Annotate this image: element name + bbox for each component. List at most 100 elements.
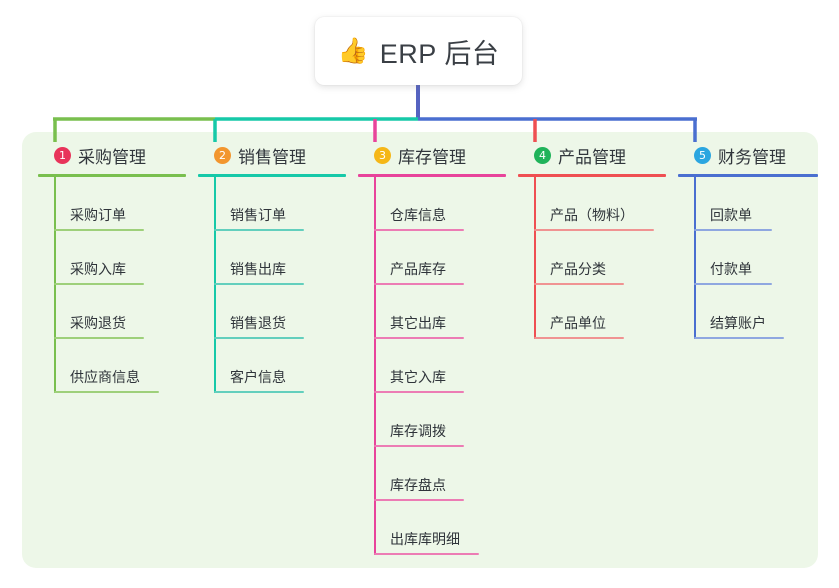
branch-column-2: 2 销售管理销售订单销售出库销售退货客户信息 [198, 143, 346, 393]
branch-column-3: 3 库存管理仓库信息产品库存其它出库其它入库库存调拨库存盘点出库库明细 [358, 143, 506, 555]
branch-item-rule [54, 229, 144, 231]
branches-panel [22, 132, 818, 568]
branch-item-label: 其它入库 [390, 369, 446, 385]
branch-item-rule [214, 283, 304, 285]
branch-item-rule [374, 229, 464, 231]
branch-spine [694, 177, 696, 339]
branch-spine [54, 177, 56, 393]
branch-item[interactable]: 其它出库 [358, 285, 506, 339]
branch-item[interactable]: 客户信息 [198, 339, 346, 393]
branch-item-label: 回款单 [710, 207, 752, 223]
branch-item[interactable]: 采购入库 [38, 231, 186, 285]
branch-number-badge: 2 [214, 146, 231, 164]
branch-header-rule [678, 174, 818, 177]
thumbs-up-icon: 👍 [337, 36, 369, 65]
branch-header-4[interactable]: 4 产品管理 [518, 143, 666, 167]
branch-item[interactable]: 产品库存 [358, 231, 506, 285]
branch-item[interactable]: 结算账户 [678, 285, 818, 339]
branch-item-label: 结算账户 [710, 315, 766, 331]
branch-header-rule [38, 174, 186, 177]
branch-items: 产品（物料） 产品分类产品单位 [518, 177, 666, 339]
branch-item[interactable]: 出库库明细 [358, 501, 506, 555]
branch-item[interactable]: 回款单 [678, 177, 818, 231]
branch-item-label: 销售订单 [230, 207, 286, 223]
branch-item[interactable]: 产品分类 [518, 231, 666, 285]
branch-number-badge: 1 [54, 146, 71, 164]
branch-title: 产品管理 [558, 147, 626, 167]
branch-item[interactable]: 销售退货 [198, 285, 346, 339]
branch-column-5: 5 财务管理回款单付款单结算账户 [678, 143, 818, 339]
branch-item-rule [214, 337, 304, 339]
branch-items: 仓库信息产品库存其它出库其它入库库存调拨库存盘点出库库明细 [358, 177, 506, 555]
branch-items: 销售订单销售出库销售退货客户信息 [198, 177, 346, 393]
branch-item-rule [374, 391, 464, 393]
branch-item-label: 采购订单 [70, 207, 126, 223]
branch-item-rule [214, 391, 304, 393]
root-node-content: 👍 ERP 后台 [338, 32, 500, 71]
branch-items: 回款单付款单结算账户 [678, 177, 818, 339]
branch-item-rule [534, 283, 624, 285]
root-node[interactable]: 👍 ERP 后台 [315, 17, 522, 85]
branch-item-rule [694, 337, 784, 339]
root-title: ERP 后台 [379, 38, 500, 69]
branch-item-label: 销售出库 [230, 261, 286, 277]
branch-item[interactable]: 库存盘点 [358, 447, 506, 501]
branch-item-rule [374, 337, 464, 339]
branch-item-rule [694, 283, 772, 285]
branch-item-label: 客户信息 [230, 369, 286, 385]
branch-item-rule [694, 229, 772, 231]
branch-item-label: 仓库信息 [390, 207, 446, 223]
branch-title: 采购管理 [78, 147, 146, 167]
branch-spine [534, 177, 536, 339]
branch-item-rule [54, 283, 144, 285]
branch-item-label: 采购入库 [70, 261, 126, 277]
branch-number-badge: 5 [694, 146, 711, 164]
branch-item[interactable]: 产品单位 [518, 285, 666, 339]
branch-item-rule [214, 229, 304, 231]
branch-item-rule [374, 499, 464, 501]
branch-item-label: 产品分类 [550, 261, 606, 277]
branch-item-rule [374, 553, 479, 555]
branch-item[interactable]: 采购订单 [38, 177, 186, 231]
branch-header-5[interactable]: 5 财务管理 [678, 143, 818, 167]
branch-header-1[interactable]: 1 采购管理 [38, 143, 186, 167]
branch-item[interactable]: 库存调拨 [358, 393, 506, 447]
branch-header-rule [518, 174, 666, 177]
branch-spine [214, 177, 216, 393]
branch-item-label: 库存调拨 [390, 423, 446, 439]
branch-item-label: 产品单位 [550, 315, 606, 331]
branch-item-rule [54, 391, 159, 393]
branch-item-label: 库存盘点 [390, 477, 446, 493]
branch-item[interactable]: 销售订单 [198, 177, 346, 231]
branch-number-badge: 3 [374, 146, 391, 164]
branch-column-1: 1 采购管理采购订单采购入库采购退货供应商信息 [38, 143, 186, 393]
branch-item-label: 销售退货 [230, 315, 286, 331]
branch-item[interactable]: 其它入库 [358, 339, 506, 393]
branch-header-2[interactable]: 2 销售管理 [198, 143, 346, 167]
branch-item-label: 出库库明细 [390, 531, 460, 547]
branch-item-label: 产品（物料） [550, 207, 634, 223]
branch-item[interactable]: 付款单 [678, 231, 818, 285]
branch-item-rule [534, 337, 624, 339]
branch-item-rule [374, 445, 464, 447]
branch-spine [374, 177, 376, 555]
branch-item-rule [54, 337, 144, 339]
branch-item-rule [534, 229, 654, 231]
branch-title: 销售管理 [238, 147, 306, 167]
branch-item[interactable]: 供应商信息 [38, 339, 186, 393]
branch-title: 财务管理 [718, 147, 786, 167]
branch-item-label: 其它出库 [390, 315, 446, 331]
branch-title: 库存管理 [398, 147, 466, 167]
branch-item-label: 供应商信息 [70, 369, 140, 385]
branch-items: 采购订单采购入库采购退货供应商信息 [38, 177, 186, 393]
branch-item[interactable]: 产品（物料） [518, 177, 666, 231]
branch-number-badge: 4 [534, 146, 551, 164]
branch-item[interactable]: 采购退货 [38, 285, 186, 339]
branch-item-label: 采购退货 [70, 315, 126, 331]
branch-item-label: 产品库存 [390, 261, 446, 277]
branch-item[interactable]: 仓库信息 [358, 177, 506, 231]
branch-header-3[interactable]: 3 库存管理 [358, 143, 506, 167]
branch-item[interactable]: 销售出库 [198, 231, 346, 285]
branch-item-rule [374, 283, 464, 285]
